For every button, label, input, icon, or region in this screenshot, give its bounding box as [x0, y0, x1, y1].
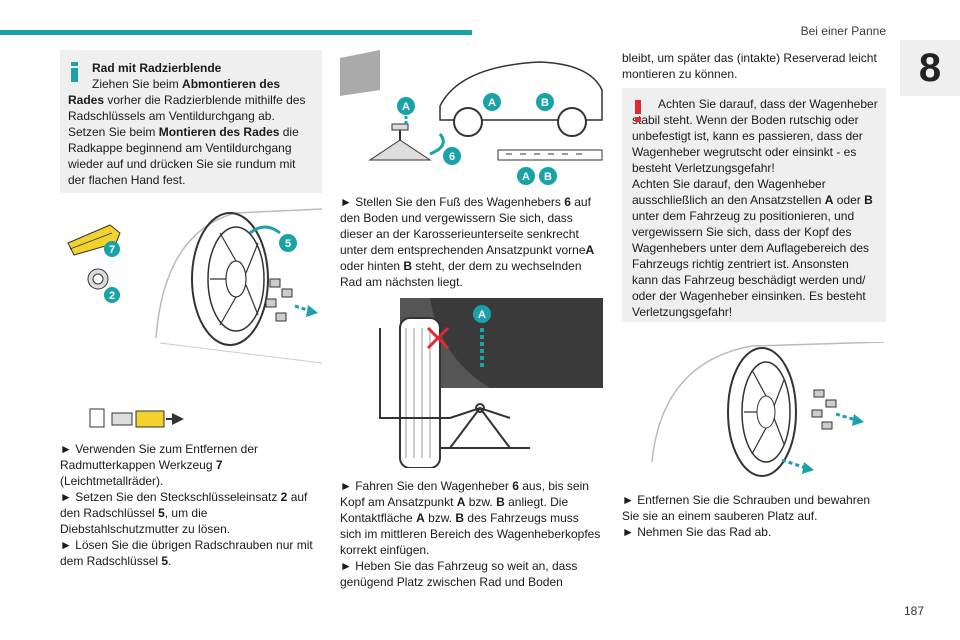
rotation-arrow-icon — [249, 225, 281, 235]
page-number: 187 — [903, 604, 924, 618]
step-raise-continued: bleibt, um später das (intakte) Reserver… — [622, 51, 877, 81]
step-extend-jack: ► Fahren Sie den Wagenheber 6 aus, bis s… — [340, 479, 601, 557]
wheel-icon — [191, 212, 269, 346]
socket-key-illustration — [89, 408, 184, 428]
car-side-icon — [439, 61, 603, 121]
label-2 — [104, 287, 120, 303]
section-title: Bei einer Panne — [800, 24, 886, 38]
key-socket-icon — [89, 408, 184, 428]
warning-icon — [634, 100, 641, 122]
info-text-mount: Setzen Sie beim Montieren des Rades die … — [68, 125, 299, 187]
anti-theft-socket-icon — [87, 268, 109, 290]
step-remove-wheel: ► Nehmen Sie das Rad ab. — [622, 525, 772, 539]
svg-text:A: A — [402, 101, 410, 113]
jack-points-illustration: A B A 6 A B — [340, 50, 603, 185]
step-raise-vehicle: ► Heben Sie das Fahrzeug so weit an, das… — [340, 559, 578, 589]
svg-text:A: A — [478, 309, 486, 321]
wheel-nut-illustration: 7 2 5 — [67, 208, 323, 364]
car-front-icon — [340, 50, 380, 96]
info-text-remove: Ziehen Sie beim Abmontieren des Rades vo… — [68, 77, 306, 123]
svg-text:A: A — [522, 171, 530, 183]
figure-jack-contact: A — [340, 298, 603, 469]
wheel-removal-arrow-icon — [781, 458, 807, 470]
svg-text:A: A — [488, 97, 496, 109]
svg-text:2: 2 — [109, 290, 115, 302]
svg-text:5: 5 — [285, 238, 291, 250]
removal-arrow-icon — [294, 304, 311, 313]
warning-text-points: Achten Sie darauf, den Wagenheber aussch… — [632, 177, 873, 319]
step-anti-theft-socket: ► Setzen Sie den Steckschlüsseleinsatz 2… — [60, 490, 308, 536]
wheel-icon — [727, 347, 797, 477]
wheel-bolts-icon — [811, 389, 837, 430]
figure-wheel-nuts: 7 2 5 — [60, 203, 323, 403]
header-accent-bar — [0, 30, 472, 35]
figure-socket-key — [60, 403, 322, 433]
svg-text:7: 7 — [109, 244, 115, 256]
column-2: A B A 6 A B ► Stellen Sie den Fuß — [340, 50, 603, 590]
scissor-jack-icon — [379, 328, 530, 449]
svg-text:6: 6 — [449, 151, 455, 163]
remove-wheel-illustration — [651, 341, 885, 477]
wrong-position-icon — [426, 326, 450, 350]
label-5 — [279, 234, 297, 252]
info-title: Rad mit Radzierblende — [92, 61, 222, 75]
figure-remove-wheel — [622, 341, 886, 482]
svg-text:B: B — [544, 171, 552, 183]
label-7 — [104, 241, 120, 257]
step-loosen-bolts: ► Lösen Sie die übrigen Radschrauben nur… — [60, 538, 313, 568]
info-box-wheel-trim: Rad mit Radzierblende Ziehen Sie beim Ab… — [60, 50, 322, 193]
warning-text-stability: Achten Sie darauf, dass der Wagenheber s… — [632, 97, 878, 175]
svg-text:B: B — [541, 97, 549, 109]
wheel-bolts-icon — [265, 278, 293, 322]
step-remove-caps: ► Verwenden Sie zum Entfernen der Radmut… — [60, 442, 258, 488]
step-remove-bolts: ► Entfernen Sie die Schrauben und bewahr… — [622, 493, 871, 523]
chapter-number: 8 — [900, 40, 960, 96]
jack-icon — [368, 123, 445, 161]
figure-jack-points: A B A 6 A B — [340, 50, 603, 186]
nut-cap-tool-icon — [67, 224, 121, 256]
warning-box-jack: Achten Sie darauf, dass der Wagenheber s… — [622, 88, 886, 322]
info-icon — [70, 62, 78, 84]
column-3: bleibt, um später das (intakte) Reserver… — [622, 50, 886, 540]
bolt-removal-arrow-icon — [835, 412, 857, 422]
column-1: Rad mit Radzierblende Ziehen Sie beim Ab… — [60, 50, 323, 569]
jack-contact-illustration: A — [379, 298, 603, 469]
step-position-jack: ► Stellen Sie den Fuß des Wagenhebers 6 … — [340, 195, 595, 289]
